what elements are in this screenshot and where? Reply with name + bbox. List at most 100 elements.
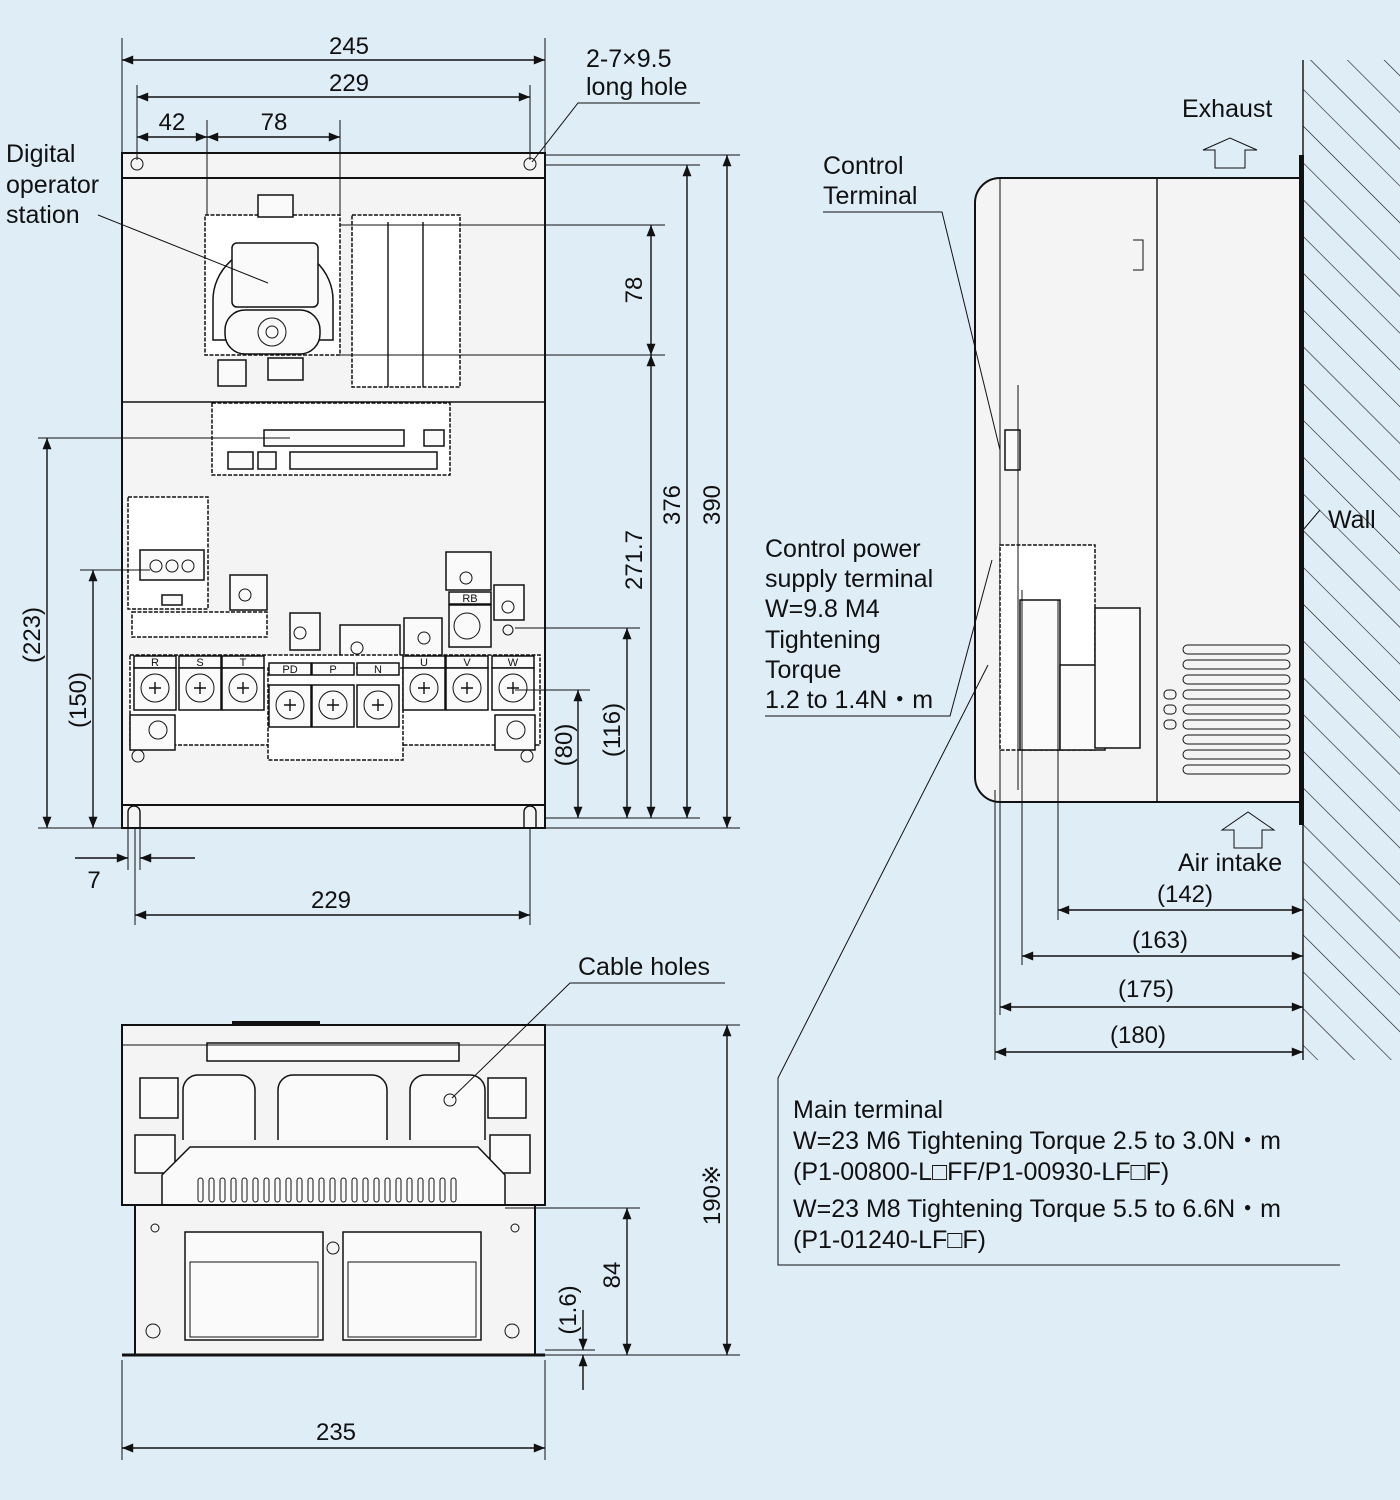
vent-slot — [1182, 749, 1291, 760]
fan-slot — [384, 1177, 391, 1203]
dim-271-7: 271.7 — [621, 530, 648, 590]
fan-slot — [208, 1177, 215, 1203]
cps-label-4: Tightening — [765, 626, 881, 654]
dim-376: 376 — [659, 485, 686, 525]
front-dimensions: 245 229 42 78 2-7×9.5 long hole Digital … — [6, 33, 740, 925]
terminal-label: R — [151, 657, 159, 669]
operator-label-3: station — [6, 201, 80, 229]
fan-slot — [428, 1177, 435, 1203]
fan-slot — [274, 1177, 281, 1203]
terminal-label: S — [196, 657, 203, 669]
screw-cross-icon — [507, 682, 519, 694]
terminal-label-box — [311, 662, 355, 676]
bottom-flange — [121, 804, 546, 829]
fan-slot — [241, 1177, 248, 1203]
screw-cross-icon — [149, 682, 161, 694]
fan-slot — [406, 1177, 413, 1203]
terminal-screw-icon — [275, 690, 305, 720]
dim-223: (223) — [19, 607, 46, 663]
cable-hole-icon — [443, 1093, 457, 1107]
screw-cross-icon — [418, 682, 430, 694]
operator-label-1: Digital — [6, 140, 75, 168]
fan-slot — [263, 1177, 270, 1203]
fan-slot — [197, 1177, 204, 1203]
mount-slot-left — [127, 805, 141, 828]
fan-slot — [373, 1177, 380, 1203]
vent-slot — [1182, 644, 1291, 655]
vent-slot — [1182, 734, 1291, 745]
note-line-3: W=23 M8 Tightening Torque 5.5 to 6.6N・m — [793, 1195, 1281, 1223]
dim-84: 84 — [599, 1262, 626, 1289]
dim-80: (80) — [551, 724, 578, 767]
hole-label-1: 2-7×9.5 — [586, 45, 672, 73]
dim-operator-width: 78 — [261, 109, 288, 136]
fan-slots — [197, 1177, 457, 1203]
side-vents — [1163, 644, 1291, 775]
fan-slot — [219, 1177, 226, 1203]
fan-slot — [318, 1177, 325, 1203]
terminal-label-box — [268, 662, 312, 676]
screw-cross-icon — [327, 699, 339, 711]
dim-1-6: (1.6) — [555, 1285, 582, 1334]
cable-holes-label: Cable holes — [578, 953, 710, 981]
top-flange — [121, 152, 546, 179]
note-title: Main terminal — [793, 1096, 943, 1124]
terminal-label: U — [420, 657, 428, 669]
dim-left-offset: 42 — [159, 109, 186, 136]
fin-modules — [351, 214, 461, 388]
operator-display — [231, 242, 319, 308]
fan-slot — [417, 1177, 424, 1203]
dim-hole-pitch-top: 229 — [329, 70, 369, 97]
operator-keypad — [224, 309, 321, 355]
fan-slot — [307, 1177, 314, 1203]
control-terminal-label-1: Control — [823, 152, 904, 180]
vent-slot — [1182, 689, 1291, 700]
terminal-screw-icon — [140, 673, 170, 703]
mount-slot-right — [523, 805, 537, 828]
vent-slot — [1182, 659, 1291, 670]
air-intake-label: Air intake — [1178, 849, 1282, 877]
terminal-label: N — [374, 664, 382, 676]
vent-slot — [1163, 719, 1177, 730]
wall-hatch — [1303, 60, 1400, 1060]
dim-235: 235 — [316, 1419, 356, 1446]
vent-slot — [1182, 674, 1291, 685]
exhaust-label: Exhaust — [1182, 95, 1272, 123]
terminal-label-rb: RB — [462, 593, 477, 605]
dim-hole-pitch-bottom: 229 — [311, 887, 351, 914]
vent-slot — [1182, 704, 1291, 715]
fan-slot — [230, 1177, 237, 1203]
exhaust-arrow-icon — [1202, 137, 1258, 169]
terminal-label: W — [508, 657, 519, 669]
main-terminal-note: Main terminal W=23 M6 Tightening Torque … — [777, 664, 1340, 1266]
vent-slot — [1163, 704, 1177, 715]
terminal-label: PD — [282, 664, 297, 676]
dim-190: 190※ — [699, 1165, 726, 1225]
dim-slot-7: 7 — [87, 867, 100, 894]
dim-163: (163) — [1132, 927, 1188, 954]
note-line-4: (P1-01240-LF□F) — [793, 1226, 986, 1254]
dim-116: (116) — [599, 703, 626, 757]
fan-slot — [362, 1177, 369, 1203]
vent-slot — [1163, 689, 1177, 700]
terminal-screw-icon — [363, 690, 393, 720]
fan-slot — [329, 1177, 336, 1203]
note-line-2: (P1-00800-L□FF/P1-00930-LF□F) — [793, 1158, 1169, 1186]
bottom-view: Cable holes 190※ 84 (1.6) 235 — [121, 953, 740, 1460]
fan-slot — [450, 1177, 457, 1203]
fan-slot — [296, 1177, 303, 1203]
dim-142: (142) — [1157, 881, 1213, 908]
dim-390: 390 — [699, 485, 726, 525]
screw-cross-icon — [284, 699, 296, 711]
vent-slot — [1182, 764, 1291, 775]
screw-cross-icon — [237, 682, 249, 694]
fan-slot — [395, 1177, 402, 1203]
air-intake-arrow-icon — [1220, 811, 1276, 849]
fan-slot — [351, 1177, 358, 1203]
cps-label-2: supply terminal — [765, 565, 933, 593]
terminal-screw-icon — [185, 673, 215, 703]
control-terminal-label-2: Terminal — [823, 182, 917, 210]
